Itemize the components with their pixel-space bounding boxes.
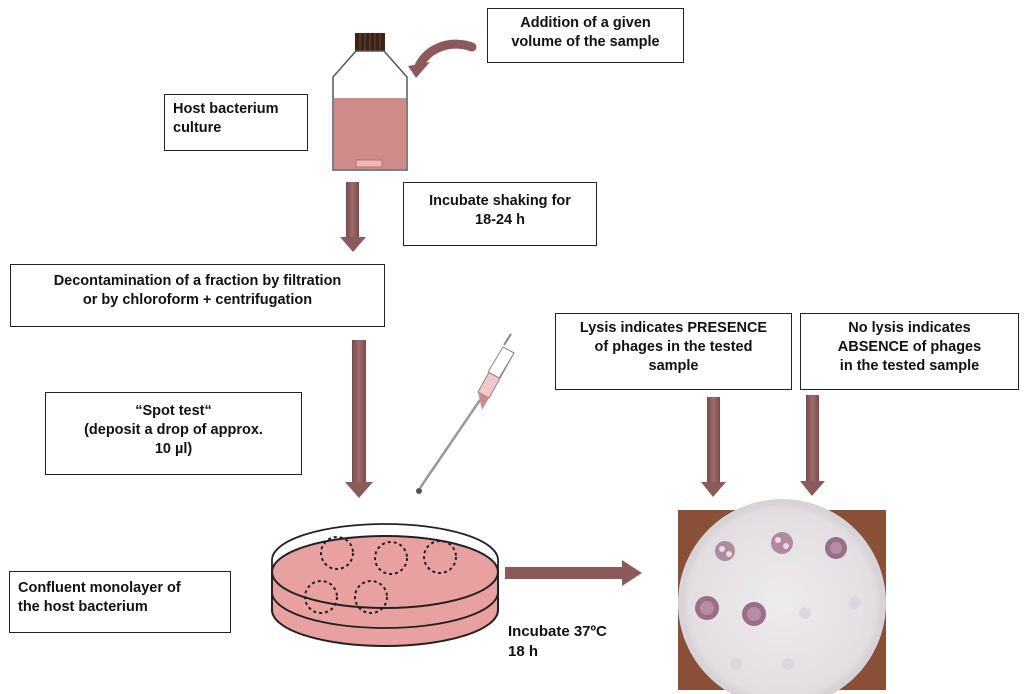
arrow-to-plate — [505, 560, 642, 586]
addition-curved-arrow — [408, 39, 477, 78]
host-culture-box: Host bacterium culture — [164, 94, 308, 151]
plaque-spots — [695, 532, 861, 670]
incubate-37-line2: 18 h — [508, 642, 539, 660]
decontamination-line1: Decontamination of a fraction by filtrat… — [53, 273, 342, 289]
monolayer-box: Confluent monolayer of the host bacteriu… — [9, 571, 231, 633]
incubate-shaking-box: Incubate shaking for 18-24 h — [403, 182, 597, 246]
incubate-shaking-line2: 18-24 h — [475, 211, 525, 228]
spot-test-box: “Spot test“ (deposit a drop of approx. 1… — [45, 392, 302, 475]
lysis-presence-line3: sample — [648, 357, 699, 374]
no-lysis-absence-box: No lysis indicates ABSENCE of phages in … — [800, 313, 1019, 390]
addition-line2: volume of the sample — [511, 33, 660, 50]
decontamination-box: Decontamination of a fraction by filtrat… — [10, 264, 385, 327]
incubate-37-line1: Incubate 37ºC — [508, 623, 607, 640]
addition-step-box: Addition of a given volume of the sample — [487, 8, 684, 63]
monolayer-line2: the host bacterium — [18, 598, 148, 615]
no-lysis-line3: in the tested sample — [839, 357, 980, 374]
incubate-shaking-line1: Incubate shaking for — [429, 193, 571, 209]
spot-test-line3: 10 µl) — [154, 440, 193, 457]
decontamination-line2: or by chloroform + centrifugation — [82, 291, 313, 308]
no-lysis-line2: ABSENCE of phages — [837, 338, 982, 355]
arrow-from-presence — [701, 397, 726, 497]
spot-test-line2: (deposit a drop of approx. — [84, 421, 263, 438]
no-lysis-line1: No lysis indicates — [848, 320, 971, 336]
arrow-to-spot-test — [345, 340, 373, 498]
culture-bottle-icon — [332, 33, 408, 171]
spot-test-line1: “Spot test“ — [135, 403, 212, 419]
petri-dish-icon — [271, 523, 499, 647]
monolayer-line1: Confluent monolayer of — [18, 580, 181, 596]
host-culture-line2: culture — [173, 119, 222, 136]
pipette-icon — [416, 333, 515, 494]
incubate-37-label: Incubate 37ºC 18 h — [508, 622, 607, 661]
arrow-from-absence — [800, 395, 825, 496]
lysis-presence-line2: of phages in the tested — [594, 338, 753, 355]
lysis-presence-box: Lysis indicates PRESENCE of phages in th… — [555, 313, 792, 390]
lysis-presence-line1: Lysis indicates PRESENCE — [579, 320, 768, 336]
plate-photo — [678, 499, 886, 694]
addition-line1: Addition of a given — [520, 15, 651, 31]
arrow-to-decontamination — [340, 182, 366, 252]
host-culture-line1: Host bacterium — [173, 101, 279, 117]
